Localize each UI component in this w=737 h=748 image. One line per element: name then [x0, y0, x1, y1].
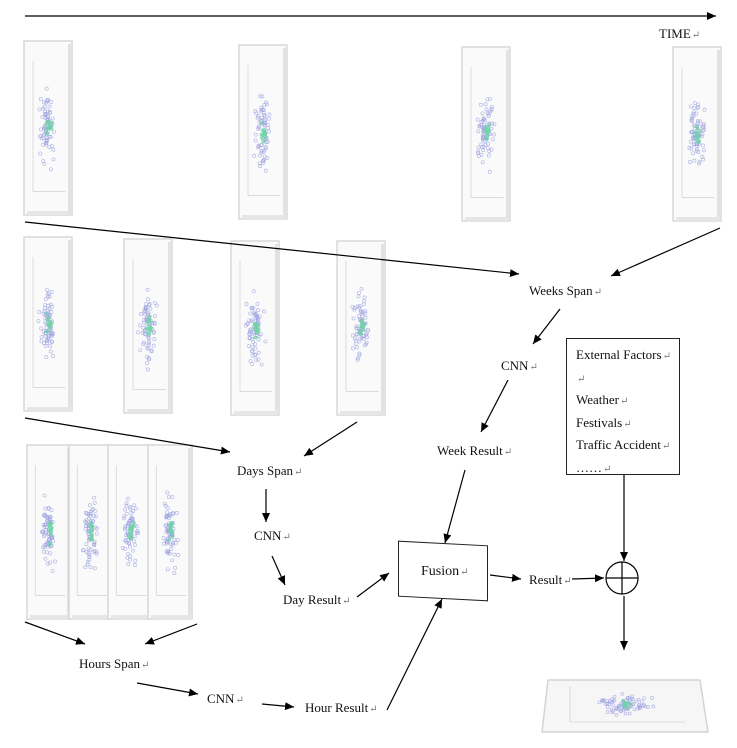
heatmap-frame — [147, 444, 193, 620]
fusion-to-result-arrow — [489, 573, 522, 582]
day-result-label: Day Result↵ — [283, 592, 351, 607]
hours-left-arrow — [24, 621, 86, 645]
dayresult-to-fusion-arrow — [356, 572, 390, 598]
heatmap-frame — [23, 236, 73, 412]
days-right-arrow — [303, 421, 358, 457]
factor-item: Traffic Accident↵ — [576, 437, 671, 452]
hours-to-cnn-arrow — [136, 682, 199, 697]
cnn-day-label: CNN↵ — [254, 528, 291, 543]
external-factors-box: External Factors↵ ↵ Weather↵ Festivals↵ … — [566, 338, 680, 475]
week-result-label: Week Result↵ — [437, 443, 513, 458]
heatmap-frame — [230, 240, 280, 416]
heatmap-frame — [461, 46, 511, 222]
hours-span-label: Hours Span↵ — [79, 656, 150, 671]
weekresult-to-fusion-arrow — [443, 469, 466, 544]
result-label: Result↵ — [529, 572, 572, 587]
time-label: TIME↵ — [659, 26, 701, 41]
cnn-to-hourresult-arrow — [261, 702, 295, 711]
hourresult-to-fusion-arrow — [386, 598, 443, 711]
circled-plus-icon — [605, 561, 639, 595]
heatmap-frame — [123, 238, 173, 414]
fusion-label: Fusion↵ — [421, 564, 469, 579]
weeks-right-arrow — [610, 227, 721, 277]
external-factors-title: External Factors↵ — [576, 347, 671, 362]
factor-item: Festivals↵ — [576, 414, 632, 430]
factor-item: Weather↵ — [576, 392, 629, 407]
cnn-to-weekresult-arrow — [480, 379, 509, 433]
weeks-to-cnn-arrow — [532, 308, 561, 345]
factor-item: ……↵ — [576, 459, 612, 475]
hours-right-arrow — [144, 623, 198, 645]
result-to-plus-arrow — [571, 574, 605, 583]
heatmap-frame — [107, 444, 153, 620]
days-span-label: Days Span↵ — [237, 463, 303, 478]
output-heatmap-frame — [540, 676, 710, 736]
heatmap-frame — [238, 44, 288, 220]
weeks-left-arrow — [24, 221, 520, 278]
weeks-span-label: Weeks Span↵ — [529, 283, 602, 298]
cnn-hour-label: CNN↵ — [207, 691, 244, 706]
cnn-to-dayresult-arrow — [271, 555, 286, 586]
heatmap-frame — [23, 40, 73, 216]
cnn-week-label: CNN↵ — [501, 358, 538, 373]
heatmap-frame — [336, 240, 386, 416]
heatmap-frame — [672, 46, 722, 222]
days-left-arrow — [24, 417, 231, 455]
external-factors-blank: ↵ — [577, 373, 586, 385]
hour-result-label: Hour Result↵ — [305, 700, 378, 715]
